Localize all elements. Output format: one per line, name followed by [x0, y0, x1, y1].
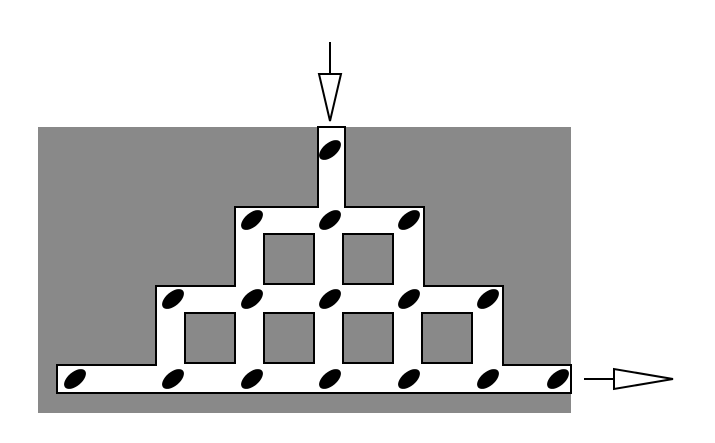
pillar-group: [184, 233, 473, 364]
particle: [398, 210, 420, 230]
particle: [64, 369, 86, 389]
pillar: [342, 233, 394, 285]
pillar: [263, 233, 315, 285]
arrow-down-icon: [317, 42, 343, 122]
particle: [319, 140, 341, 160]
particle: [319, 369, 341, 389]
pillar: [342, 312, 394, 364]
particle: [477, 369, 499, 389]
particle: [547, 369, 569, 389]
arrow-right-icon: [584, 367, 674, 391]
particle: [477, 289, 499, 309]
particle: [241, 210, 263, 230]
particle: [319, 289, 341, 309]
pillar: [263, 312, 315, 364]
particle-group: [64, 140, 569, 389]
particle: [162, 289, 184, 309]
particle: [241, 369, 263, 389]
particle: [398, 289, 420, 309]
particle: [162, 369, 184, 389]
pillar: [421, 312, 473, 364]
particle: [241, 289, 263, 309]
pillar: [184, 312, 236, 364]
particle: [398, 369, 420, 389]
inlet-arrow-head: [317, 73, 343, 122]
particle: [319, 210, 341, 230]
outlet-arrow-head: [613, 367, 674, 391]
